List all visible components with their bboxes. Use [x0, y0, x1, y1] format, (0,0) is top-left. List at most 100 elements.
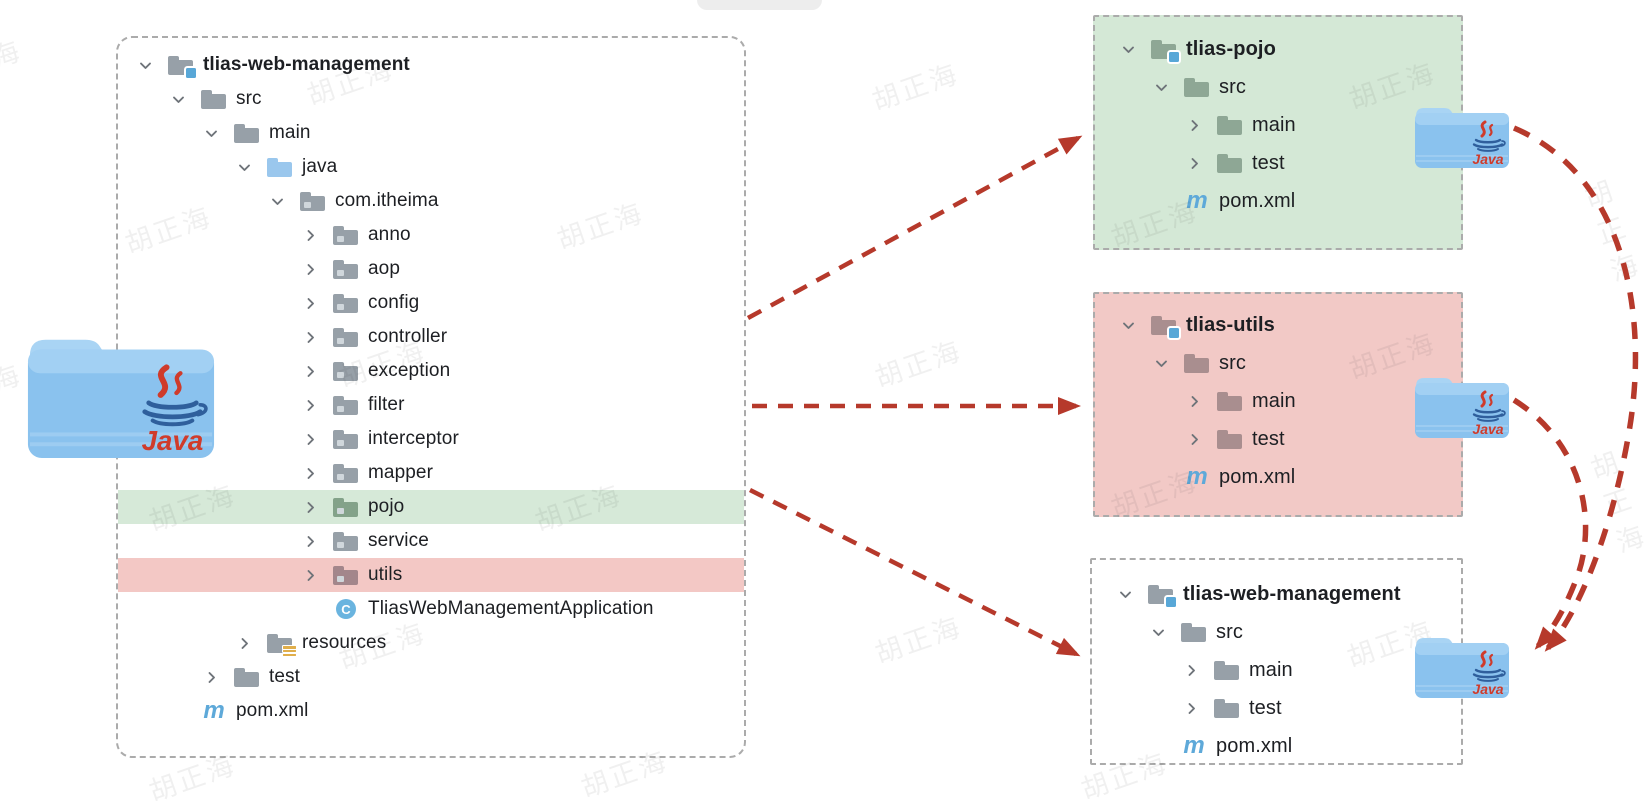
tree-item-pojo[interactable]: pojo: [118, 490, 744, 524]
folder-icon: [1213, 659, 1241, 681]
tree-item-label: anno: [368, 224, 411, 245]
tree-item-utils[interactable]: utils: [118, 558, 744, 592]
chevron-down-icon[interactable]: [1119, 317, 1138, 333]
package-folder-icon: [332, 428, 360, 450]
tree-item-label: config: [368, 292, 420, 313]
chevron-right-icon[interactable]: [301, 227, 320, 243]
chevron-right-icon[interactable]: [301, 533, 320, 549]
chevron-right-icon[interactable]: [301, 295, 320, 311]
tree-item-label: utils: [368, 564, 403, 585]
chevron-down-icon[interactable]: [1152, 355, 1171, 371]
tree-item-resources[interactable]: resources: [118, 626, 744, 660]
tree-item-main[interactable]: main: [118, 116, 744, 150]
project-folder-icon: [1150, 314, 1179, 338]
tree-item-src[interactable]: src: [118, 82, 744, 116]
tree-item-label: mapper: [368, 462, 434, 483]
chevron-right-icon[interactable]: [1185, 117, 1204, 133]
tree-item-test[interactable]: test: [118, 660, 744, 694]
chevron-right-icon[interactable]: [301, 363, 320, 379]
tree-item-test[interactable]: test: [1092, 689, 1461, 727]
folder-icon: [233, 666, 261, 688]
tree-item-src[interactable]: src: [1092, 613, 1461, 651]
tree-item-config[interactable]: config: [118, 286, 744, 320]
chevron-down-icon[interactable]: [169, 91, 188, 107]
tree-item-label: main: [1252, 389, 1296, 412]
chevron-right-icon[interactable]: [202, 669, 221, 685]
svg-text:Java: Java: [1472, 151, 1503, 167]
project-folder-icon: [167, 54, 196, 78]
chevron-right-icon[interactable]: [1185, 431, 1204, 447]
chevron-down-icon[interactable]: [1116, 586, 1135, 602]
tree-item-mapper[interactable]: mapper: [118, 456, 744, 490]
tree-item-src[interactable]: src: [1095, 68, 1461, 106]
tree-item-label: main: [1249, 658, 1293, 681]
tree-item-interceptor[interactable]: interceptor: [118, 422, 744, 456]
chevron-down-icon[interactable]: [268, 193, 287, 209]
chevron-right-icon[interactable]: [1185, 393, 1204, 409]
package-folder-icon: [332, 292, 360, 314]
folder-icon: [1183, 76, 1211, 98]
chevron-right-icon[interactable]: [301, 261, 320, 277]
chevron-spacer: [1149, 738, 1168, 754]
chevron-right-icon[interactable]: [1182, 662, 1201, 678]
tree-item-aop[interactable]: aop: [118, 252, 744, 286]
chevron-right-icon[interactable]: [301, 431, 320, 447]
chevron-right-icon[interactable]: [301, 567, 320, 583]
chevron-down-icon[interactable]: [136, 57, 155, 73]
tree-item-filter[interactable]: filter: [118, 388, 744, 422]
package-folder-icon: [332, 496, 360, 518]
tree-item-label: filter: [368, 394, 405, 415]
tree-item-label: pojo: [368, 496, 405, 517]
java-logo: Java: [1472, 650, 1506, 697]
class-icon: C: [332, 598, 360, 620]
tree-item-tlias-web-management[interactable]: tlias-web-management: [118, 48, 744, 82]
tree-item-exception[interactable]: exception: [118, 354, 744, 388]
tree-item-label: src: [236, 88, 262, 109]
tree-item-test[interactable]: test: [1095, 420, 1461, 458]
tree-item-tlias-pojo[interactable]: tlias-pojo: [1095, 30, 1461, 68]
folder-icon: [1180, 621, 1208, 643]
svg-text:Java: Java: [1472, 681, 1503, 697]
tree-item-java[interactable]: java: [118, 150, 744, 184]
tree-item-main[interactable]: main: [1092, 651, 1461, 689]
tree-item-tlias-utils[interactable]: tlias-utils: [1095, 306, 1461, 344]
tree-item-label: tlias-web-management: [203, 54, 410, 75]
tree-item-tlias-web-management[interactable]: tlias-web-management: [1092, 575, 1461, 613]
tree-item-controller[interactable]: controller: [118, 320, 744, 354]
tree-item-label: tlias-utils: [1186, 313, 1275, 336]
chevron-down-icon[interactable]: [202, 125, 221, 141]
tree-item-label: pom.xml: [236, 700, 309, 721]
chevron-right-icon[interactable]: [1185, 155, 1204, 171]
chevron-down-icon[interactable]: [235, 159, 254, 175]
folder-icon: [1183, 352, 1211, 374]
tree-item-service[interactable]: service: [118, 524, 744, 558]
tree-item-src[interactable]: src: [1095, 344, 1461, 382]
tree-item-label: service: [368, 530, 429, 551]
java-logo: Java: [1472, 120, 1506, 167]
chevron-down-icon[interactable]: [1152, 79, 1171, 95]
chevron-right-icon[interactable]: [1182, 700, 1201, 716]
tree-item-main[interactable]: main: [1095, 382, 1461, 420]
tree-item-com-itheima[interactable]: com.itheima: [118, 184, 744, 218]
chevron-right-icon[interactable]: [301, 465, 320, 481]
tree-item-anno[interactable]: anno: [118, 218, 744, 252]
package-folder-icon: [332, 258, 360, 280]
maven-icon: m: [1183, 732, 1205, 759]
tree-item-main[interactable]: main: [1095, 106, 1461, 144]
chevron-down-icon[interactable]: [1149, 624, 1168, 640]
tree-item-label: interceptor: [368, 428, 459, 449]
chevron-right-icon[interactable]: [235, 635, 254, 651]
chevron-right-icon[interactable]: [301, 329, 320, 345]
chevron-down-icon[interactable]: [1119, 41, 1138, 57]
chevron-right-icon[interactable]: [301, 499, 320, 515]
source-folder-icon: [266, 156, 294, 178]
chevron-right-icon[interactable]: [301, 397, 320, 413]
tree-item-test[interactable]: test: [1095, 144, 1461, 182]
